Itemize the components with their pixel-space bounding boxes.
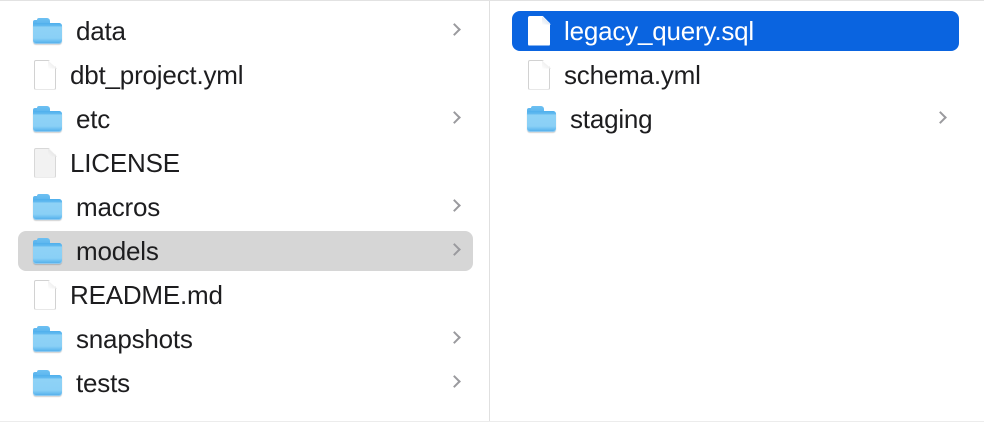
- document-gray-icon: [32, 147, 57, 179]
- file-row[interactable]: schema.yml: [512, 55, 959, 95]
- document-icon: [32, 279, 57, 311]
- chevron-right-icon[interactable]: [449, 197, 461, 217]
- item-label: models: [76, 236, 159, 266]
- chevron-right-icon[interactable]: [449, 241, 461, 261]
- document-icon: [526, 59, 551, 91]
- item-label: staging: [570, 104, 653, 134]
- item-label: README.md: [70, 280, 223, 310]
- chevron-right-icon[interactable]: [449, 109, 461, 129]
- item-label: data: [76, 16, 126, 46]
- folder-row[interactable]: models: [18, 231, 473, 271]
- item-label: LICENSE: [70, 148, 180, 178]
- folder-icon: [32, 326, 63, 352]
- folder-row[interactable]: etc: [18, 99, 473, 139]
- file-row[interactable]: dbt_project.yml: [18, 55, 473, 95]
- file-row[interactable]: README.md: [18, 275, 473, 315]
- chevron-right-icon[interactable]: [449, 373, 461, 393]
- document-icon: [32, 59, 57, 91]
- folder-icon: [32, 370, 63, 396]
- folder-row[interactable]: snapshots: [18, 319, 473, 359]
- folder-icon: [32, 106, 63, 132]
- folder-icon: [32, 18, 63, 44]
- chevron-right-icon[interactable]: [449, 21, 461, 41]
- file-row[interactable]: LICENSE: [18, 143, 473, 183]
- folder-icon: [526, 106, 557, 132]
- folder-row[interactable]: tests: [18, 363, 473, 403]
- item-label: snapshots: [76, 324, 193, 354]
- folder-icon: [32, 238, 63, 264]
- item-label: macros: [76, 192, 161, 222]
- chevron-right-icon[interactable]: [449, 329, 461, 349]
- folder-icon: [32, 194, 63, 220]
- item-label: etc: [76, 104, 111, 134]
- item-label: tests: [76, 368, 130, 398]
- folder-row[interactable]: macros: [18, 187, 473, 227]
- document-icon: [526, 15, 551, 47]
- file-row[interactable]: legacy_query.sql: [512, 11, 959, 51]
- chevron-right-icon[interactable]: [935, 109, 947, 129]
- item-label: schema.yml: [564, 60, 701, 90]
- folder-row[interactable]: staging: [512, 99, 959, 139]
- finder-column-1[interactable]: legacy_query.sql schema.yml staging: [490, 1, 983, 421]
- item-label: legacy_query.sql: [564, 16, 754, 46]
- folder-row[interactable]: data: [18, 11, 473, 51]
- item-label: dbt_project.yml: [70, 60, 244, 90]
